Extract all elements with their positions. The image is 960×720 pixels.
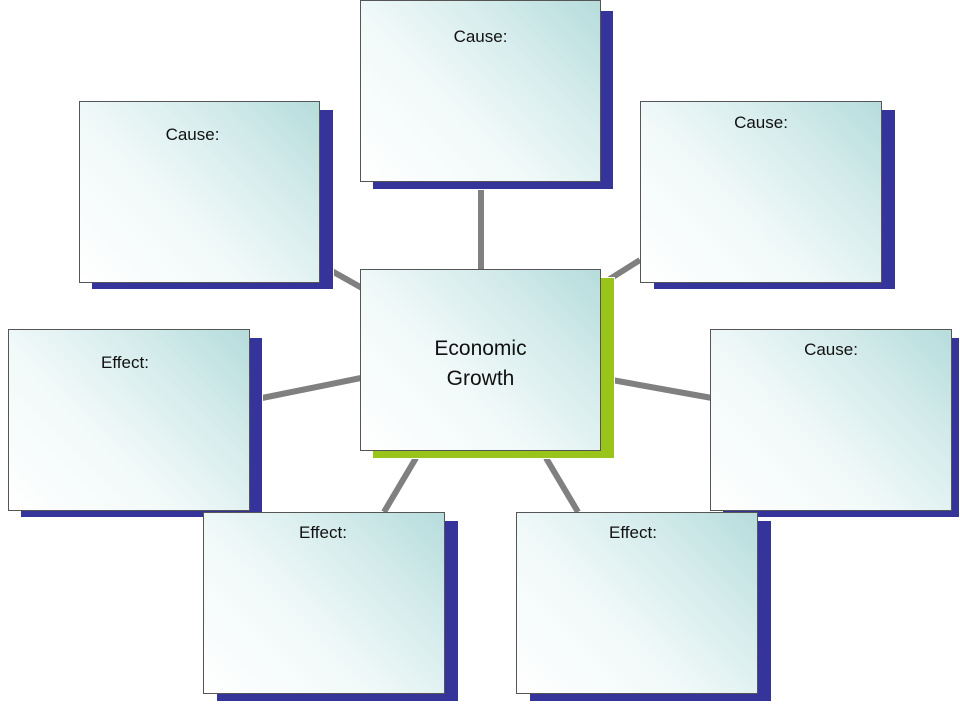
connector-lower-right	[543, 456, 581, 514]
cause-box-top: Cause:	[360, 0, 601, 182]
connector-left	[261, 375, 362, 401]
cause-box-upper-right: Cause:	[640, 101, 882, 283]
cause-box-right: Cause:	[710, 329, 952, 511]
effect-label: Effect:	[299, 523, 347, 542]
cause-label: Cause:	[453, 27, 508, 46]
effect-box-bottom-right: Effect:	[516, 512, 758, 694]
effect-box-bottom-left: Effect:	[203, 512, 445, 694]
center-title-line2: Growth	[446, 367, 515, 390]
cause-label: Cause:	[734, 113, 788, 132]
cause-label: Cause:	[804, 340, 858, 359]
effect-label: Effect:	[101, 353, 149, 372]
connector-upper-left	[328, 267, 364, 291]
connector-lower-left	[381, 456, 419, 514]
effect-box-left: Effect:	[8, 329, 250, 511]
center-box-economic-growth: Economic Growth	[360, 269, 601, 451]
effect-label: Effect:	[609, 523, 657, 542]
cause-label: Cause:	[165, 125, 220, 144]
connector-right	[611, 377, 713, 401]
center-title-line1: Economic	[434, 337, 527, 360]
cause-box-upper-left: Cause:	[79, 101, 320, 283]
center-title: Economic Growth	[361, 334, 600, 394]
